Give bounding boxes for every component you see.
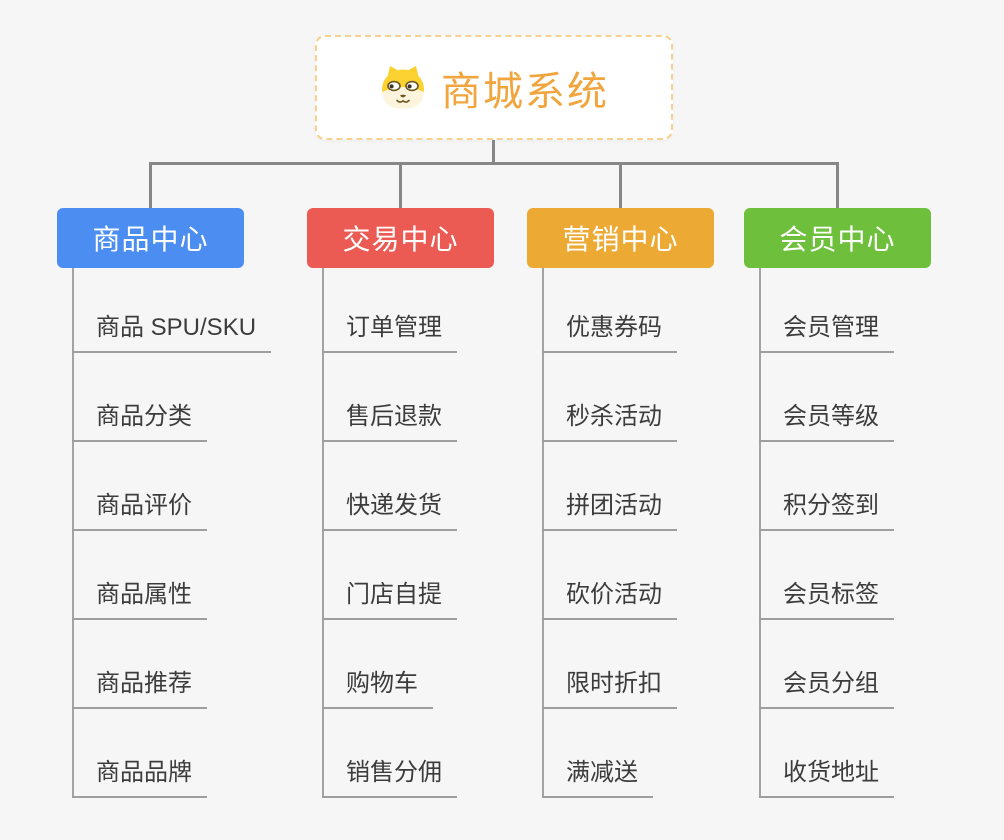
leaf-node[interactable]: 订单管理 — [322, 311, 457, 353]
branch-drop-connector — [619, 162, 622, 211]
branch-node-label: 交易中心 — [342, 224, 459, 255]
dog-face-icon — [379, 65, 427, 111]
leaf-node[interactable]: 砍价活动 — [542, 578, 677, 620]
leaf-node[interactable]: 商品 SPU/SKU — [72, 311, 272, 353]
leaf-spine-connector — [322, 268, 324, 798]
branch-bus-connector — [149, 162, 838, 165]
leaf-node[interactable]: 商品推荐 — [72, 667, 207, 709]
leaf-node[interactable]: 积分签到 — [759, 489, 894, 531]
branch-node-label: 会员中心 — [779, 224, 896, 255]
leaf-node[interactable]: 商品评价 — [72, 489, 207, 531]
leaf-node[interactable]: 限时折扣 — [542, 667, 677, 709]
leaf-node[interactable]: 门店自提 — [322, 578, 457, 620]
leaf-node[interactable]: 会员标签 — [759, 578, 894, 620]
leaf-node[interactable]: 收货地址 — [759, 756, 894, 798]
branch-node-product-center[interactable]: 商品中心 — [57, 208, 244, 268]
branch-drop-connector — [149, 162, 152, 211]
branch-node-marketing-center[interactable]: 营销中心 — [527, 208, 714, 268]
leaf-node[interactable]: 售后退款 — [322, 400, 457, 442]
root-stem-connector — [492, 140, 495, 165]
leaf-node[interactable]: 秒杀活动 — [542, 400, 677, 442]
branch-node-label: 营销中心 — [562, 224, 679, 255]
leaf-node[interactable]: 商品属性 — [72, 578, 207, 620]
root-node[interactable]: 商城系统 — [315, 35, 673, 140]
leaf-spine-connector — [759, 268, 761, 798]
branch-drop-connector — [836, 162, 839, 211]
leaf-node[interactable]: 销售分佣 — [322, 756, 457, 798]
leaf-node[interactable]: 购物车 — [322, 667, 433, 709]
leaf-node[interactable]: 会员等级 — [759, 400, 894, 442]
leaf-node[interactable]: 满减送 — [542, 756, 653, 798]
root-node-label: 商城系统 — [441, 69, 609, 114]
leaf-node[interactable]: 会员分组 — [759, 667, 894, 709]
leaf-spine-connector — [72, 268, 74, 798]
branch-node-trade-center[interactable]: 交易中心 — [307, 208, 494, 268]
branch-node-member-center[interactable]: 会员中心 — [744, 208, 931, 268]
leaf-node[interactable]: 商品品牌 — [72, 756, 207, 798]
leaf-spine-connector — [542, 268, 544, 798]
branch-drop-connector — [399, 162, 402, 211]
leaf-node[interactable]: 优惠券码 — [542, 311, 677, 353]
leaf-node[interactable]: 拼团活动 — [542, 489, 677, 531]
leaf-node[interactable]: 会员管理 — [759, 311, 894, 353]
branch-node-label: 商品中心 — [92, 224, 209, 255]
leaf-node[interactable]: 商品分类 — [72, 400, 207, 442]
leaf-node[interactable]: 快递发货 — [322, 489, 457, 531]
